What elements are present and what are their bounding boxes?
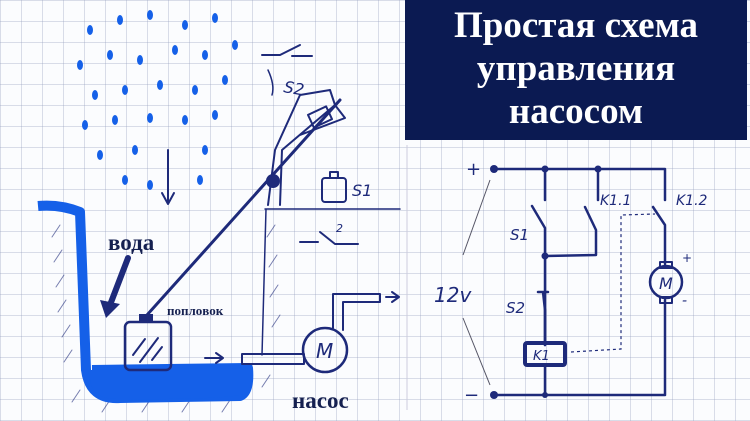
- lever-post: [267, 89, 346, 206]
- rain-drop: [122, 85, 128, 95]
- s1-label: S1: [352, 181, 372, 200]
- s1-circuit-label: S1: [510, 226, 529, 244]
- rain-drop: [202, 50, 208, 60]
- negative-rail: [492, 298, 667, 397]
- title-line-3: насосом: [508, 91, 644, 132]
- motor-plus-label: +: [682, 251, 692, 265]
- voltage-label: 12v: [434, 283, 472, 307]
- s2-circuit-label: S2: [506, 299, 525, 317]
- s2-switch-symbol: [261, 44, 313, 57]
- rain-arrow-icon: [161, 149, 175, 205]
- rain-drop: [232, 40, 238, 50]
- s2-arrow-icon: [267, 69, 274, 96]
- rain-drops: [77, 10, 238, 190]
- s2-actuator: [306, 105, 334, 129]
- s1-switch-symbol: [299, 231, 359, 245]
- pump-motor: [301, 326, 349, 374]
- float-cap: [139, 314, 153, 323]
- lever-pivot: [266, 174, 280, 188]
- water-label: вода: [108, 230, 155, 255]
- pump-label: насос: [292, 388, 349, 413]
- positive-rail: [492, 167, 667, 202]
- minus-terminal-label: −: [464, 385, 479, 406]
- voltage-leader-lines: [462, 179, 491, 386]
- rain-drop: [197, 175, 203, 185]
- rain-drop: [77, 60, 83, 70]
- rain-drop: [182, 115, 188, 125]
- s2-contact: [536, 290, 550, 397]
- rain-drop: [147, 113, 153, 123]
- motor-brush-top: [659, 261, 673, 269]
- water-arrow-head-icon: [100, 300, 120, 318]
- outlet-pipe: [332, 293, 381, 331]
- k1-1-label: K1.1: [600, 193, 631, 209]
- motor-minus-label: -: [682, 293, 687, 309]
- float-label: поплoвок: [167, 303, 224, 318]
- rain-drop: [107, 50, 113, 60]
- rain-drop: [212, 13, 218, 23]
- rain-drop: [87, 25, 93, 35]
- plus-terminal-label: +: [466, 159, 481, 180]
- inlet-arrow-icon: [204, 352, 224, 364]
- rain-drop: [182, 20, 188, 30]
- switch-mark: 2: [336, 222, 343, 235]
- pump-motor-label: M: [316, 339, 333, 363]
- title-banner: Простая схема управления насосом: [405, 0, 747, 140]
- k1-1-branch: [543, 167, 600, 258]
- rain-drop: [212, 110, 218, 120]
- relay-k1-label: K1: [533, 349, 550, 364]
- relay-link-dashed: [570, 213, 656, 353]
- rain-drop: [202, 145, 208, 155]
- rain-drop: [92, 90, 98, 100]
- k1-2-label: K1.2: [676, 193, 708, 209]
- motor-brush-bottom: [659, 296, 673, 304]
- rain-drop: [137, 55, 143, 65]
- float-hatching: [132, 337, 163, 363]
- ground-hatching: [51, 224, 281, 413]
- s1-button: [329, 171, 339, 179]
- rain-drop: [97, 150, 103, 160]
- s2-label: S2: [282, 77, 305, 99]
- rain-drop: [132, 145, 138, 155]
- outlet-arrow-icon: [385, 291, 400, 303]
- k1-2-contact: [651, 205, 667, 266]
- rain-drop: [192, 85, 198, 95]
- rain-drop: [82, 120, 88, 130]
- rain-drop: [147, 10, 153, 20]
- circuit-nodes: [490, 165, 602, 399]
- ground-line: [261, 208, 401, 356]
- rain-drop: [122, 175, 128, 185]
- water-pool: [88, 368, 248, 400]
- rain-drop: [117, 15, 123, 25]
- rain-drop: [157, 80, 163, 90]
- rain-drop: [147, 180, 153, 190]
- s1-switch-body: [321, 177, 347, 203]
- rain-drop: [172, 45, 178, 55]
- rain-drop: [112, 115, 118, 125]
- water-arrow-icon: [107, 255, 131, 308]
- title-line-2: управления: [476, 48, 676, 89]
- rain-drop: [222, 75, 228, 85]
- circuit-motor-label: M: [659, 274, 673, 293]
- lever-rod: [145, 98, 342, 317]
- relay-k1-coil: [523, 341, 567, 367]
- title-line-1: Простая схема: [453, 5, 699, 46]
